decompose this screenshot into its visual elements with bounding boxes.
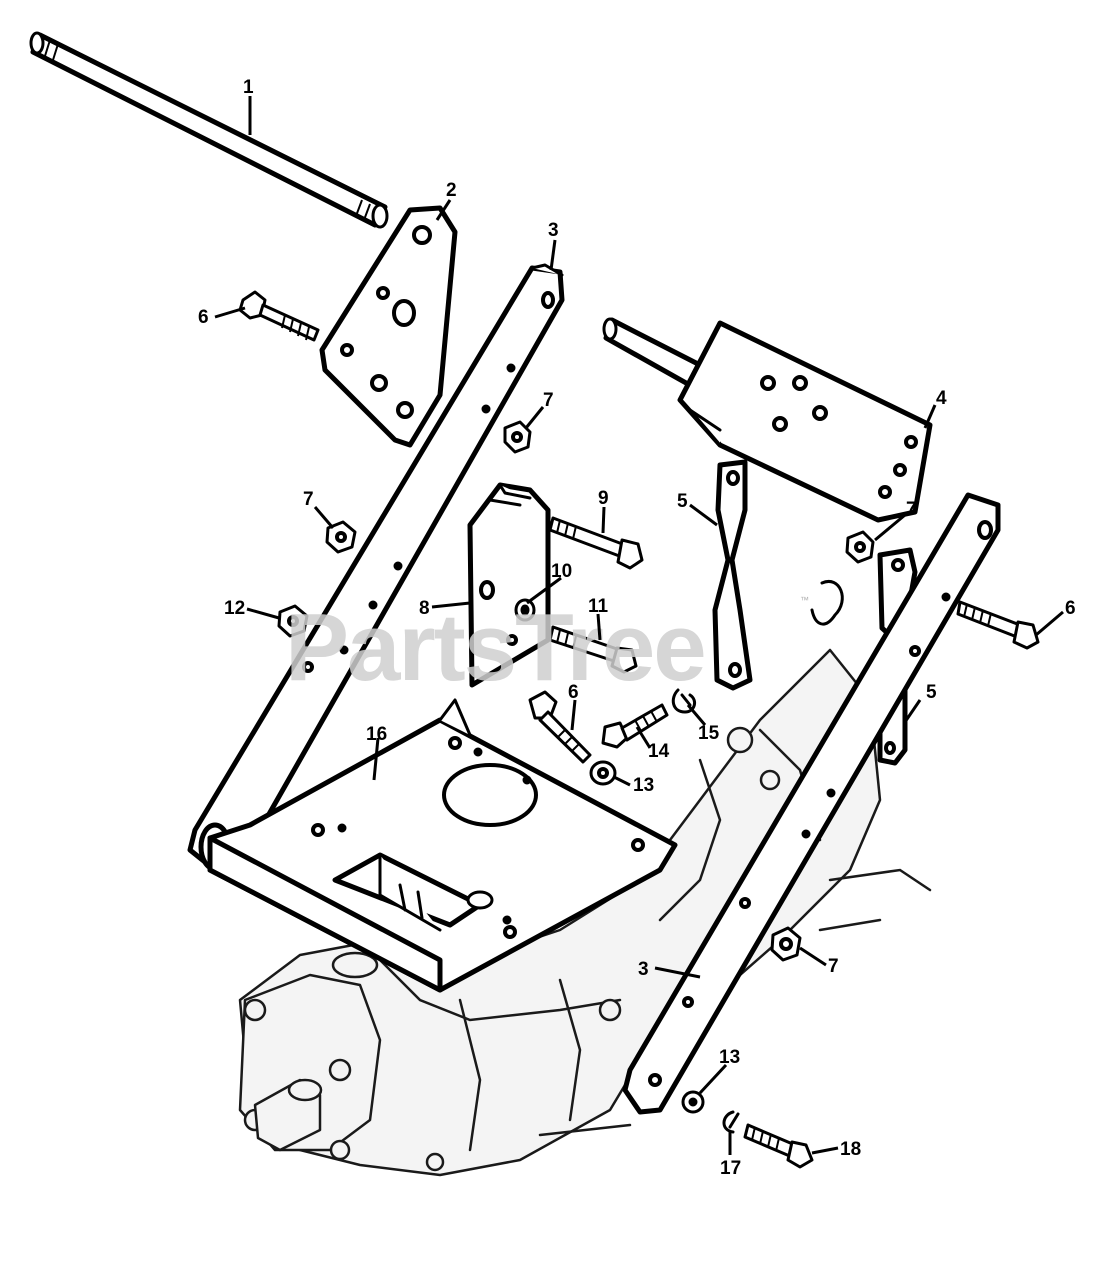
callout-3-bottom: 3 [638,959,649,980]
nut-part-12 [277,604,309,638]
bracket-part-4 [602,317,933,523]
callout-10: 10 [551,561,572,582]
washer-part-13-bottom [681,1090,705,1114]
strap-part-5-left [712,459,753,691]
callout-14: 14 [648,741,670,762]
shaft-part-1 [29,31,389,229]
callout-15: 15 [698,723,720,744]
bolt-part-6-right [956,600,1040,650]
callout-2: 2 [446,180,457,201]
callout-13-bottom: 13 [719,1047,740,1068]
callouts: 1 2 3 4 5 5 6 6 6 7 7 7 7 8 9 10 11 12 1… [198,77,1076,1179]
callout-4: 4 [936,388,947,409]
nut-part-7-left [325,520,357,554]
callout-7-left: 7 [303,489,314,510]
transaxle-housing [238,648,932,1177]
callout-6-top-left: 6 [198,307,209,328]
nut-part-7-right [845,530,875,564]
clip-part-17 [722,1110,740,1134]
callout-6-center: 6 [568,682,579,703]
callout-5-left: 5 [677,491,688,512]
washer-part-10 [514,598,536,622]
callout-18: 18 [840,1139,861,1160]
nut-part-7-center [503,420,532,454]
side-rail-part-3-right [622,492,1001,1115]
bolt-part-6-top-left [238,290,320,342]
callout-7-center: 7 [543,390,554,411]
plate-part-2 [319,205,458,448]
callout-16: 16 [366,724,387,745]
callout-6-right: 6 [1065,598,1076,619]
callout-9: 9 [598,488,609,509]
callout-1: 1 [243,77,254,98]
bolt-part-14 [601,703,669,749]
callout-12: 12 [224,598,245,619]
callout-7-bottom: 7 [828,956,839,977]
leader-lines [214,96,1064,1155]
callout-17: 17 [720,1158,741,1179]
watermark-trademark: ™ [800,595,809,605]
callout-13-center: 13 [633,775,654,796]
washer-part-13-center [589,760,617,786]
plate-part-8 [467,482,551,688]
callout-7-right: 7 [906,499,917,520]
callout-8: 8 [419,598,430,619]
bolt-part-9 [548,516,644,570]
callout-5-right: 5 [926,682,937,703]
base-plate-part-16 [207,698,678,993]
callout-3-top: 3 [548,220,559,241]
watermark: PartsTree ™ [285,594,809,701]
bolt-part-11 [548,625,638,674]
watermark-text: PartsTree [285,594,705,701]
bolt-part-18 [743,1123,814,1169]
bolt-part-6-center [528,690,592,764]
callout-11: 11 [588,596,609,617]
nut-part-7-bottom [770,926,802,962]
